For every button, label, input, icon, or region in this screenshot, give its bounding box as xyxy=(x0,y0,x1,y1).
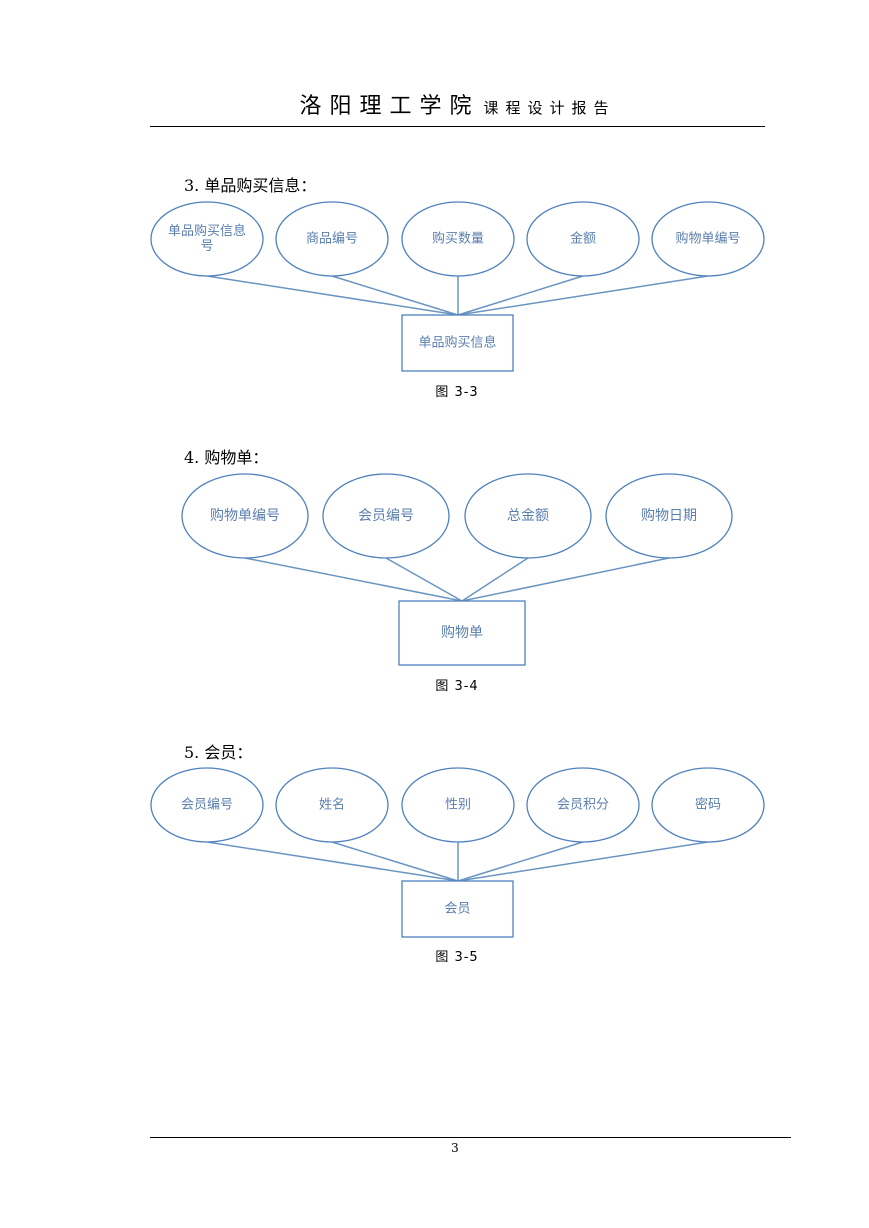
attribute-label: 金额 xyxy=(570,231,596,247)
attribute-ellipse xyxy=(150,767,264,843)
attribute-label: 购物日期 xyxy=(641,508,697,524)
report-type: 课程设计报告 xyxy=(483,99,616,117)
attribute-ellipse xyxy=(651,767,765,843)
section-title-5: 5. 会员： xyxy=(184,743,253,762)
entity-label: 会员 xyxy=(444,902,470,917)
connector-line xyxy=(461,557,529,602)
figure-caption-3-3: 图 3-3 xyxy=(435,385,479,400)
connector-line xyxy=(461,557,670,602)
page-number: 3 xyxy=(451,1141,459,1155)
attribute-label: 号 xyxy=(200,239,213,254)
connector-line xyxy=(457,275,584,316)
connector-line xyxy=(457,841,709,882)
attribute-ellipse xyxy=(526,767,640,843)
connector-line xyxy=(331,841,459,882)
connector-line xyxy=(457,275,709,316)
entity-box xyxy=(398,600,526,666)
attribute-label: 购物单编号 xyxy=(675,231,740,247)
figure-caption-3-5: 图 3-5 xyxy=(435,950,479,965)
connector-line xyxy=(244,557,463,602)
attribute-ellipse xyxy=(651,201,765,277)
attribute-label: 购买数量 xyxy=(432,231,484,247)
connector-line xyxy=(457,841,584,882)
attribute-label: 商品编号 xyxy=(306,232,358,247)
attribute-ellipse xyxy=(275,201,389,277)
attribute-ellipse xyxy=(322,473,450,559)
attribute-label: 会员编号 xyxy=(358,508,414,524)
header-rule xyxy=(150,126,765,127)
er-diagram-single-purchase: 单品购买信息号商品编号购买数量金额购物单编号单品购买信息 xyxy=(150,201,765,372)
entity-label: 购物单 xyxy=(441,625,483,641)
entity-box xyxy=(401,314,514,372)
connector-line xyxy=(206,275,459,316)
attribute-label: 密码 xyxy=(695,797,721,813)
attribute-label: 会员积分 xyxy=(557,798,609,813)
attribute-label: 单品购买信息 xyxy=(168,223,246,239)
attribute-ellipse xyxy=(150,201,264,277)
section-title-3: 3. 单品购买信息： xyxy=(184,176,317,195)
page-header: 洛阳理工学院课程设计报告 xyxy=(150,88,765,124)
attribute-ellipse xyxy=(275,767,389,843)
attribute-ellipse xyxy=(464,473,592,559)
attribute-label: 总金额 xyxy=(507,508,549,524)
attribute-ellipse xyxy=(526,201,640,277)
attribute-ellipse xyxy=(401,767,515,843)
connector-line xyxy=(385,557,463,602)
entity-box xyxy=(401,880,514,938)
attribute-ellipse xyxy=(181,473,309,559)
attribute-ellipse xyxy=(401,201,515,277)
attribute-label: 姓名 xyxy=(319,797,345,813)
footer-rule xyxy=(150,1137,791,1138)
section-title-4: 4. 购物单： xyxy=(184,448,269,467)
connector-line xyxy=(206,841,459,882)
connector-line xyxy=(331,275,459,316)
attribute-ellipse xyxy=(605,473,733,559)
attribute-label: 性别 xyxy=(445,798,471,813)
attribute-label: 会员编号 xyxy=(181,798,233,813)
attribute-label: 购物单编号 xyxy=(210,508,280,524)
figure-caption-3-4: 图 3-4 xyxy=(435,679,479,694)
entity-label: 单品购买信息 xyxy=(418,335,496,351)
school-name: 洛阳理工学院 xyxy=(299,94,480,119)
